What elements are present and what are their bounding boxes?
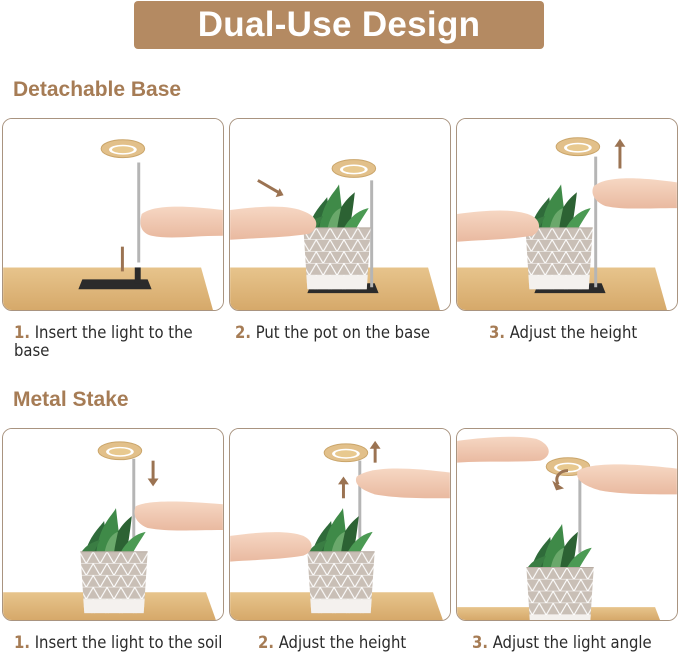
illustration-put-pot-on-base [230, 119, 450, 310]
diagonal-arrow-icon [257, 179, 283, 196]
up-arrow-icon [341, 482, 345, 499]
page-title: Dual-Use Design [197, 5, 481, 44]
step-caption-stake-1: 1. Insert the light to the soil [14, 633, 223, 652]
down-arrow-icon [151, 460, 155, 481]
step-caption-stake-2: 2. Adjust the height [258, 633, 407, 652]
step-caption-detachable-1: 1. Insert the light to the base [14, 323, 193, 360]
illustration-insert-light-into-soil [3, 429, 223, 620]
step-caption-stake-3: 3. Adjust the light angle [472, 633, 652, 652]
step-card-detachable-1 [2, 118, 224, 311]
step-card-stake-2 [229, 428, 451, 621]
illustration-adjust-light-angle [457, 429, 677, 620]
step-card-detachable-2 [229, 118, 451, 311]
rotate-arrow-icon [555, 469, 569, 486]
title-banner: Dual-Use Design [134, 1, 544, 49]
step-caption-detachable-3: 3. Adjust the height [489, 323, 638, 342]
section-title-metal-stake: Metal Stake [13, 388, 129, 411]
step-caption-detachable-2: 2. Put the pot on the base [235, 323, 431, 342]
illustration-insert-light-into-base [3, 119, 223, 310]
step-card-stake-1 [2, 428, 224, 621]
up-arrow-icon [373, 446, 377, 463]
illustration-adjust-height-stake [230, 429, 450, 620]
down-arrow-icon [120, 246, 124, 272]
illustration-adjust-height-base [457, 119, 677, 310]
up-arrow-icon [618, 144, 622, 169]
section-title-detachable-base: Detachable Base [13, 78, 182, 101]
step-card-detachable-3 [456, 118, 678, 311]
step-card-stake-3 [456, 428, 678, 621]
